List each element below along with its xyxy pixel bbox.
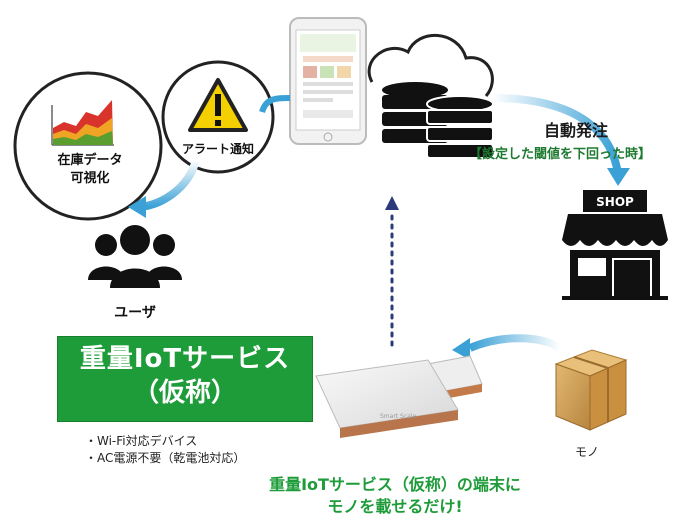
inventory-chart-icon <box>13 71 163 221</box>
database-icon <box>382 82 494 159</box>
feature-item: ・AC電源不要（乾電池対応） <box>85 451 246 465</box>
dotted-upload-arrow <box>385 196 399 347</box>
arrow-phone-to-alert <box>259 95 291 114</box>
alert-warning-icon <box>161 60 275 174</box>
inventory-visualization-label: 在庫データ 可視化 <box>40 152 140 188</box>
service-name-box: 重量IoTサービス （仮称） <box>57 336 313 422</box>
users-icon <box>88 225 182 288</box>
service-tentative-name: （仮称） <box>132 378 237 408</box>
arrow-db-to-shop <box>491 94 630 186</box>
arrow-box-to-scale <box>452 334 563 360</box>
chart-label-line2: 可視化 <box>70 171 110 186</box>
alert-notification-label: アラート通知 <box>181 142 254 156</box>
item-label: モノ <box>575 445 600 459</box>
smartphone-icon <box>289 17 367 145</box>
cloud-icon <box>367 34 494 97</box>
shop-icon: SHOP <box>562 190 668 300</box>
shop-sign-text: SHOP <box>596 195 634 209</box>
auto-order-condition: 【設定した閾値を下回った時】 <box>469 147 652 162</box>
caption-line2: モノを載せるだけ! <box>327 497 463 516</box>
caption-line1: 重量IoTサービス（仮称）の端末に <box>269 475 521 494</box>
arrow-alert-to-user <box>128 158 200 218</box>
service-title: 重量IoTサービス <box>79 344 291 374</box>
cardboard-box-icon <box>554 349 628 431</box>
bottom-caption: 重量IoTサービス（仮称）の端末に モノを載せるだけ! <box>210 474 580 518</box>
feature-item: ・Wi-Fi対応デバイス <box>85 434 198 448</box>
chart-label-line1: 在庫データ <box>57 153 123 168</box>
weight-scale-device: Smart Scale <box>315 355 483 438</box>
user-label: ユーザ <box>114 305 156 321</box>
auto-order-title: 自動発注 <box>544 121 609 140</box>
svg-text:Smart Scale: Smart Scale <box>380 413 417 420</box>
